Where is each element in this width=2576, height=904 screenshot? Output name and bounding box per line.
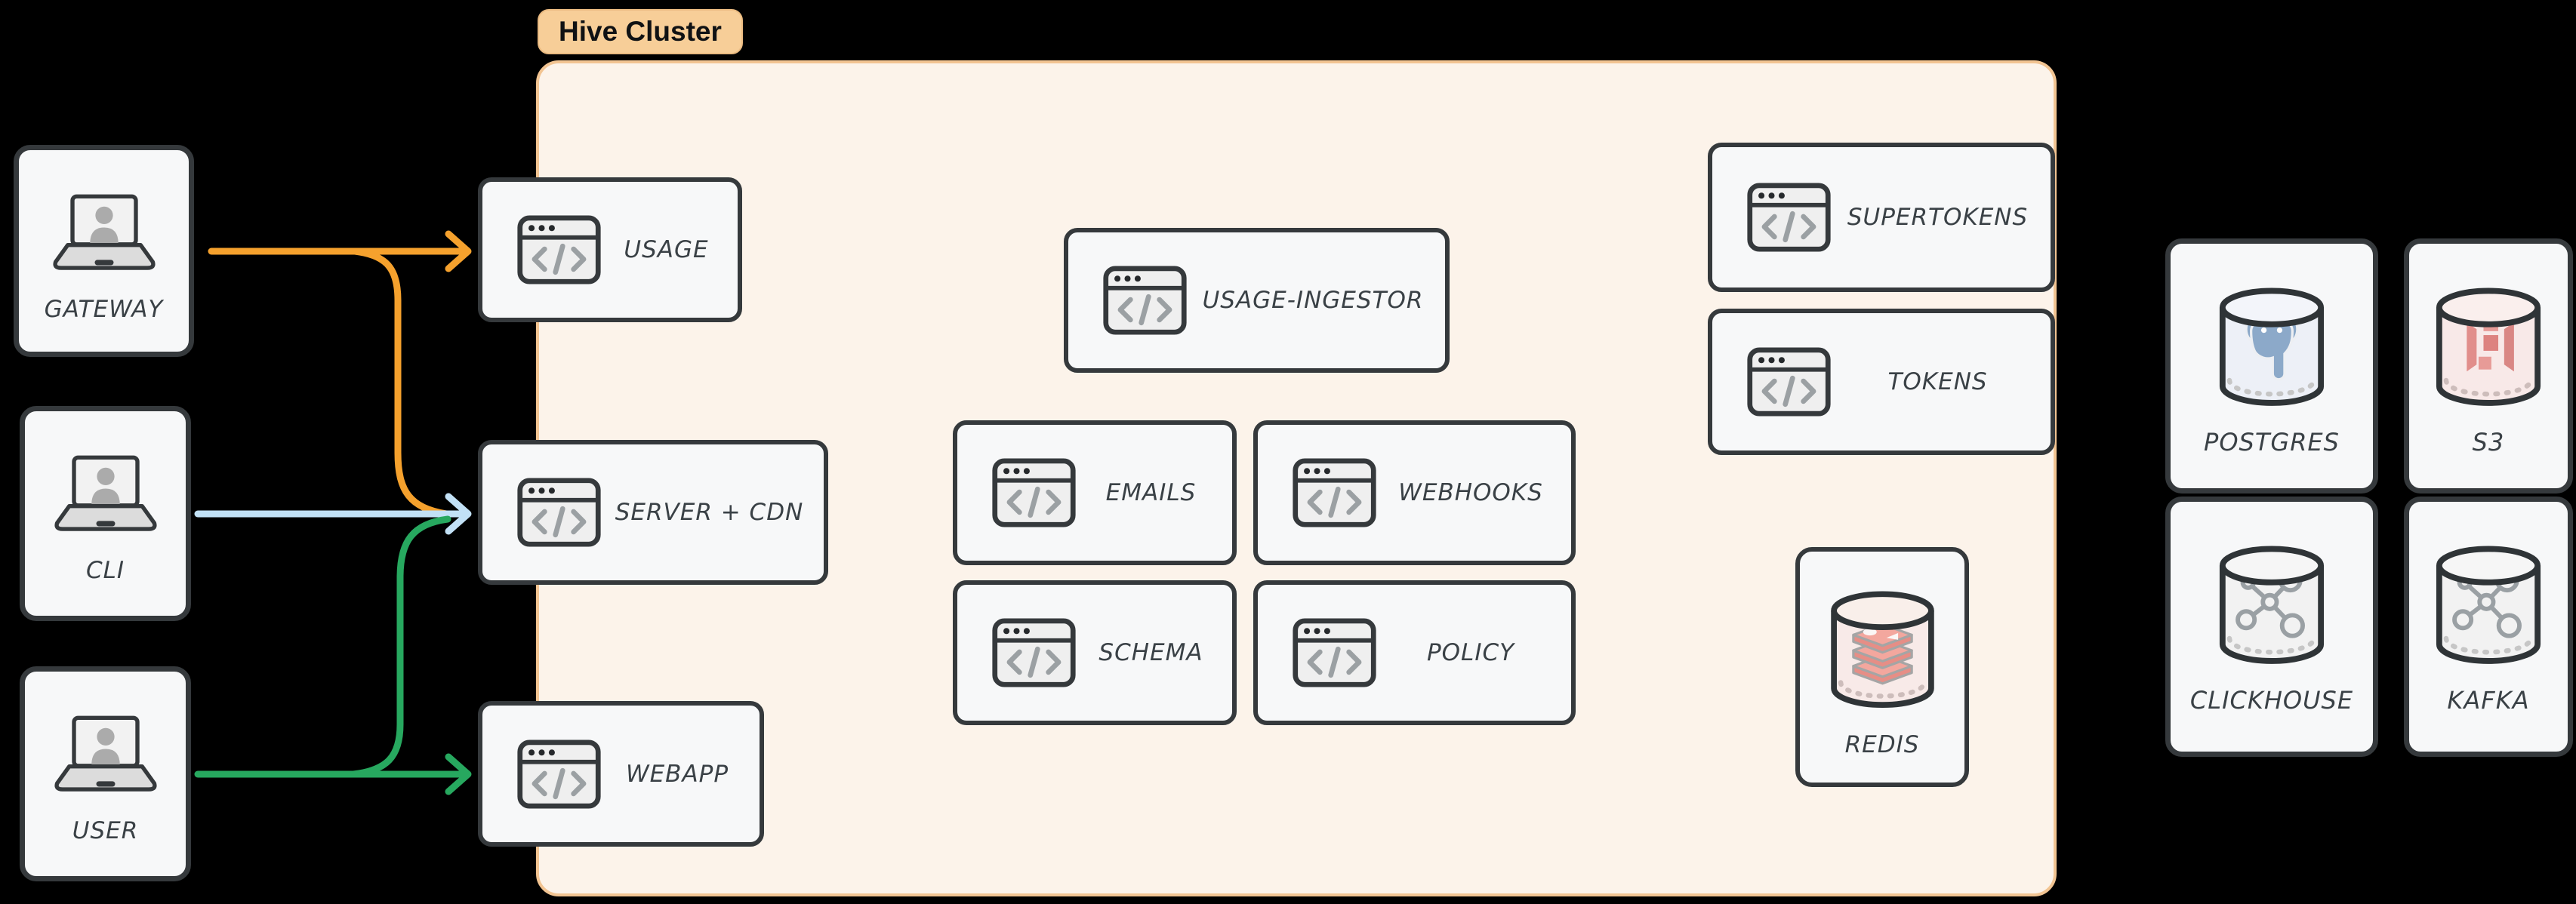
clickhouse-database-icon bbox=[2219, 546, 2325, 664]
service-label: SCHEMA bbox=[1098, 639, 1203, 666]
edge-cli-server bbox=[194, 493, 472, 535]
service-label: POLICY bbox=[1426, 639, 1515, 666]
service-box-usage-ingestor: USAGE-INGESTOR bbox=[1064, 228, 1450, 373]
service-box-server-cdn: SERVER + CDN bbox=[478, 440, 828, 585]
datastore-box-clickhouse: CLICKHOUSE bbox=[2165, 497, 2378, 757]
service-label: WEBAPP bbox=[625, 760, 729, 788]
service-box-webhooks: WEBHOOKS bbox=[1253, 420, 1576, 565]
hive-cluster-badge: Hive Cluster bbox=[538, 9, 743, 54]
client-box-gateway: GATEWAY bbox=[14, 145, 194, 357]
service-box-tokens: TOKENS bbox=[1708, 309, 2055, 455]
service-box-redis: REDIS bbox=[1795, 547, 1969, 787]
client-label: USER bbox=[72, 817, 139, 844]
service-label: TOKENS bbox=[1887, 368, 1988, 395]
code-window-icon bbox=[992, 618, 1076, 687]
s3-database-icon bbox=[2436, 287, 2541, 406]
datastore-box-postgres: POSTGRES bbox=[2165, 238, 2378, 494]
service-label: WEBHOOKS bbox=[1398, 479, 1543, 506]
laptop-user-icon bbox=[54, 455, 157, 531]
code-window-icon bbox=[517, 739, 601, 809]
edge-gateway-usage bbox=[208, 230, 472, 518]
service-label: SERVER + CDN bbox=[615, 499, 804, 526]
client-label: GATEWAY bbox=[44, 296, 164, 323]
service-box-policy: POLICY bbox=[1253, 580, 1576, 725]
client-box-user: USER bbox=[20, 666, 191, 881]
code-window-icon bbox=[1747, 183, 1831, 252]
client-box-cli: CLI bbox=[20, 406, 191, 621]
code-window-icon bbox=[1103, 266, 1187, 335]
service-label: USAGE bbox=[624, 236, 709, 263]
datastore-box-s3: S3 bbox=[2404, 238, 2573, 494]
edge-user-webapp bbox=[194, 515, 472, 795]
code-window-icon bbox=[517, 478, 601, 547]
service-label: REDIS bbox=[1844, 731, 1920, 758]
service-label: USAGE-INGESTOR bbox=[1202, 287, 1424, 314]
laptop-user-icon bbox=[54, 715, 157, 792]
postgres-database-icon bbox=[2219, 287, 2325, 406]
redis-database-icon bbox=[1830, 591, 1934, 708]
laptop-user-icon bbox=[52, 194, 156, 270]
service-box-supertokens: SUPERTOKENS bbox=[1708, 143, 2055, 292]
service-box-emails: EMAILS bbox=[953, 420, 1237, 565]
code-window-icon bbox=[1747, 347, 1831, 417]
datastore-label: KAFKA bbox=[2447, 686, 2530, 715]
client-label: CLI bbox=[85, 557, 125, 584]
datastore-label: S3 bbox=[2472, 428, 2505, 457]
kafka-database-icon bbox=[2436, 546, 2541, 664]
service-label: SUPERTOKENS bbox=[1847, 204, 2029, 231]
code-window-icon bbox=[1293, 458, 1376, 527]
service-box-schema: SCHEMA bbox=[953, 580, 1237, 725]
service-label: EMAILS bbox=[1105, 479, 1197, 506]
code-window-icon bbox=[1293, 618, 1376, 687]
service-box-webapp: WEBAPP bbox=[478, 701, 764, 847]
datastore-label: CLICKHOUSE bbox=[2189, 686, 2354, 715]
code-window-icon bbox=[992, 458, 1076, 527]
code-window-icon bbox=[517, 215, 601, 284]
datastore-label: POSTGRES bbox=[2204, 428, 2340, 457]
datastore-box-kafka: KAFKA bbox=[2404, 497, 2573, 757]
service-box-usage: USAGE bbox=[478, 177, 742, 322]
